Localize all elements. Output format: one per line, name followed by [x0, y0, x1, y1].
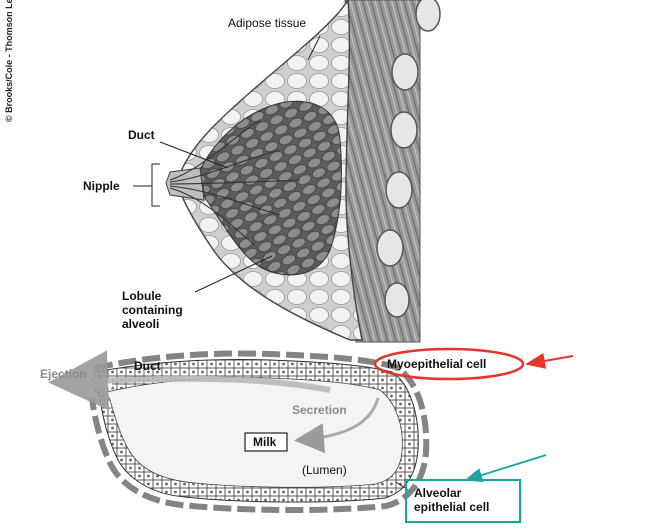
copyright-text: © Brooks/Cole - Thomson Learnir [4, 0, 14, 122]
teal-pointer-arrow [464, 454, 547, 483]
label-lumen: (Lumen) [302, 463, 347, 477]
ribs [376, 0, 441, 318]
alveolar-highlight-box [405, 479, 521, 523]
ducts [169, 119, 301, 246]
label-secretion: Secretion [292, 403, 347, 417]
myoepithelial-layer [89, 350, 430, 514]
label-myoepithelial-cell: Myoepithelial cell [387, 357, 486, 371]
label-ejection: Ejection [40, 367, 87, 381]
label-milk: Milk [253, 435, 277, 449]
label-nipple: Nipple [83, 179, 120, 193]
label-lobule-line3: alveoli [122, 317, 159, 331]
milk-box [244, 432, 288, 452]
alveolus-lumen [105, 377, 403, 488]
alveolus [89, 350, 430, 514]
chest-wall-muscle [343, 0, 421, 343]
leader-lines-top [133, 35, 321, 293]
breast-cross-section [165, 0, 441, 343]
label-alveolar-line1: Alveolar [414, 486, 462, 500]
glandular-lobes [199, 100, 342, 276]
red-pointer-arrow [525, 353, 574, 369]
ejection-arrow [48, 350, 331, 411]
myoepithelial-highlight-ring [373, 347, 525, 381]
label-alveolar-line2: epithelial cell [414, 500, 489, 514]
label-adipose-tissue: Adipose tissue [228, 16, 306, 30]
secretion-arrow [294, 397, 380, 454]
label-lobule-line1: Lobule [122, 289, 162, 303]
label-duct-bottom: Duct [134, 359, 161, 373]
label-lobule-line2: containing [122, 303, 183, 317]
label-duct-top: Duct [128, 128, 155, 142]
